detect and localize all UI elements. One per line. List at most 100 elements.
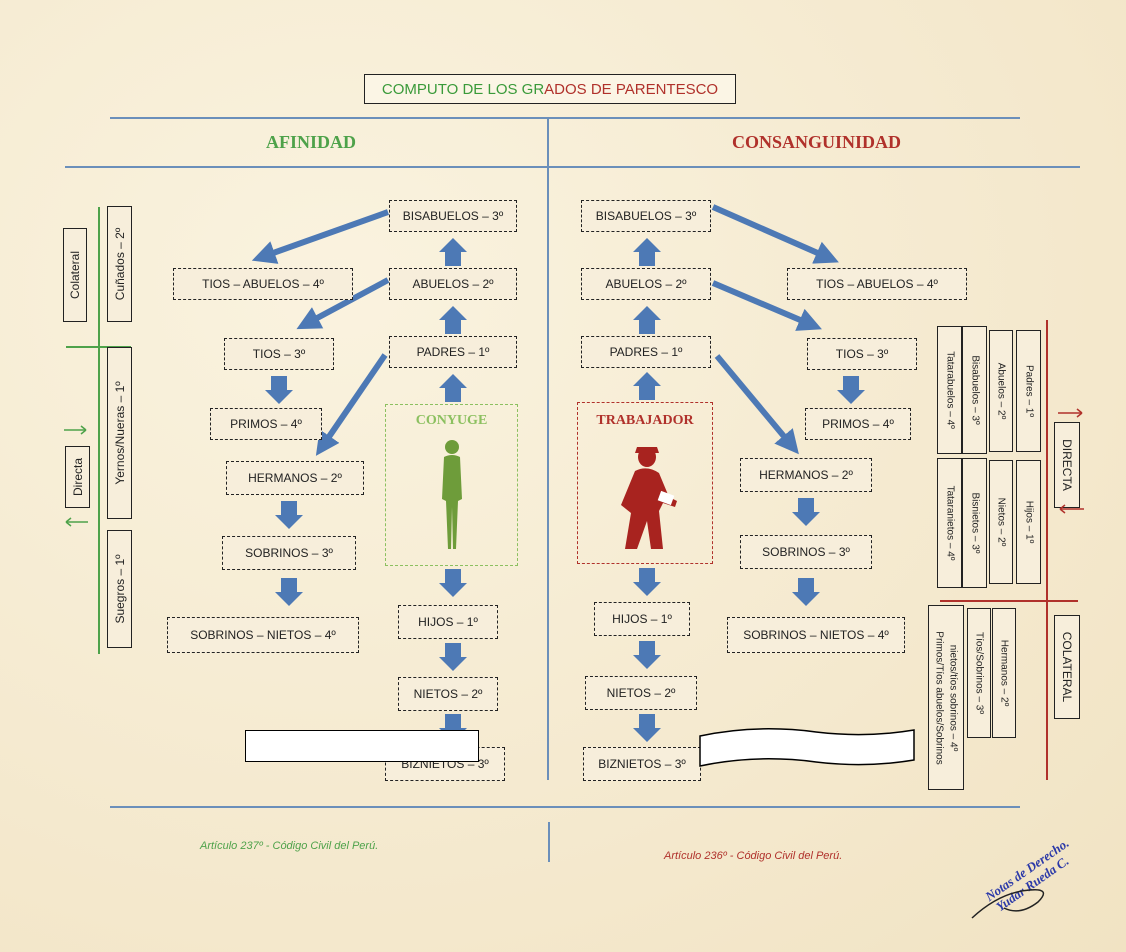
blank-scroll-right	[699, 728, 915, 767]
right-hermanos-box: Hermanos – 2º	[992, 608, 1016, 738]
top-divider	[110, 117, 1020, 119]
right-hermanos-label: Hermanos – 2º	[998, 639, 1010, 707]
footer-divider	[548, 822, 550, 862]
arrow-down-hermanos-to-sobrinos-c	[792, 498, 820, 526]
left-yernos-box: Yernos/Nueras – 1º	[107, 347, 132, 519]
right-tios-sobrinos-label: Tíos/Sobrinos – 3º	[973, 631, 985, 715]
title-part-red: ADOS DE PARENTESCO	[544, 80, 719, 98]
conyuge-label: CONYUGE	[415, 413, 488, 428]
afinidad-hermanos: HERMANOS – 2º	[226, 461, 364, 495]
signature-flourish-icon	[971, 889, 1045, 919]
left-green-vline	[98, 207, 100, 654]
left-suegros-label: Suegros – 1º	[112, 554, 127, 624]
consanguinidad-bisabuelos: BISABUELOS – 3º	[581, 200, 711, 232]
right-direction-arrows-icon	[1058, 408, 1084, 514]
consanguinidad-tios: TIOS – 3º	[807, 338, 917, 370]
arrow-up-conyuge-to-padres	[439, 374, 467, 402]
right-colateral-box: COLATERAL	[1054, 615, 1080, 719]
arrow-down-hijos-to-nietos-c	[633, 641, 661, 669]
right-abuelos-label: Abuelos – 2º	[995, 362, 1007, 420]
right-hijos-label: Hijos – 1º	[1023, 500, 1034, 544]
arrow-up-abuelos-to-bisabuelos	[439, 238, 467, 266]
arrow-down-sobrinos-to-sobrinos-nietos	[275, 578, 303, 606]
arrow-up-padres-to-abuelos-c	[633, 306, 661, 334]
arrow-padres-to-hermanos-c	[714, 354, 799, 455]
right-directa-box: DIRECTA	[1054, 422, 1080, 508]
trabajador-silhouette-icon	[621, 447, 677, 549]
right-bisnietos-box: Bisnietos – 3º	[962, 458, 987, 588]
left-directa-box: Directa	[65, 446, 90, 508]
arrow-abuelos-to-tios-c	[711, 280, 822, 331]
afinidad-tios: TIOS – 3º	[224, 338, 334, 370]
left-colateral-label: Colateral	[68, 250, 82, 300]
header-divider	[65, 166, 1080, 168]
consanguinidad-nietos: NIETOS – 2º	[585, 676, 697, 710]
consanguinidad-sobrinos-nietos: SOBRINOS – NIETOS – 4º	[727, 617, 905, 653]
right-primos-tios-label-2: nietos/tíos sobrinos – 4º	[947, 644, 959, 751]
afinidad-padres: PADRES – 1º	[389, 336, 517, 368]
right-primos-tios-box: Primos/Tíos abuelos/Sobrinos nietos/tíos…	[928, 605, 964, 790]
arrow-down-hijos-to-nietos	[439, 643, 467, 671]
right-red-hline	[940, 600, 1078, 602]
left-suegros-box: Suegros – 1º	[107, 530, 132, 648]
bottom-divider	[110, 806, 1020, 808]
afinidad-sobrinos-nietos: SOBRINOS – NIETOS – 4º	[167, 617, 359, 653]
consanguinidad-primos: PRIMOS – 4º	[805, 408, 911, 440]
right-abuelos-box: Abuelos – 2º	[989, 330, 1013, 452]
conyuge-box: CONYUGE	[385, 404, 518, 566]
footer-consanguinidad-ref: Artículo 236º - Código Civil del Perú.	[664, 850, 843, 862]
right-bisnietos-label: Bisnietos – 3º	[969, 492, 980, 554]
left-cunados-label: Cuñados – 2º	[112, 227, 127, 301]
right-colateral-label: COLATERAL	[1060, 631, 1074, 703]
arrow-bisabuelos-to-tios-abuelos-c	[711, 204, 839, 264]
consanguinidad-biznietos: BIZNIETOS – 3º	[583, 747, 701, 781]
right-bisabuelos-box: Bisabuelos – 3º	[962, 326, 987, 454]
right-tios-sobrinos-box: Tíos/Sobrinos – 3º	[967, 608, 991, 738]
afinidad-sobrinos: SOBRINOS – 3º	[222, 536, 356, 570]
right-nietos-box: Nietos – 2º	[989, 460, 1013, 584]
arrow-up-abuelos-to-bisabuelos-c	[633, 238, 661, 266]
arrow-down-nietos-to-biznietos-c	[633, 714, 661, 742]
heading-consanguinidad: CONSANGUINIDAD	[732, 132, 902, 152]
consanguinidad-padres: PADRES – 1º	[581, 336, 711, 368]
afinidad-bisabuelos: BISABUELOS – 3º	[389, 200, 517, 232]
arrow-bisabuelos-to-tios-abuelos	[251, 209, 390, 264]
blank-scroll-left	[245, 730, 479, 762]
right-nietos-label: Nietos – 2º	[995, 497, 1007, 547]
heading-afinidad: AFINIDAD	[266, 132, 356, 152]
title-part-green: COMPUTO DE LOS GR	[381, 80, 545, 98]
arrow-down-trabajador-to-hijos	[633, 568, 661, 596]
left-green-hline	[66, 346, 131, 348]
arrow-padres-to-hermanos	[315, 353, 388, 456]
consanguinidad-sobrinos: SOBRINOS – 3º	[740, 535, 872, 569]
consanguinidad-hermanos: HERMANOS – 2º	[740, 458, 872, 492]
trabajador-label: TRABAJADOR	[596, 413, 694, 428]
right-padres-label: Padres – 1º	[1023, 364, 1034, 418]
left-colateral-box: Colateral	[63, 228, 87, 322]
afinidad-tios-abuelos: TIOS – ABUELOS – 4º	[173, 268, 353, 300]
right-red-vline	[1046, 320, 1048, 780]
right-bisabuelos-label: Bisabuelos – 3º	[969, 355, 980, 425]
right-padres-box: Padres – 1º	[1016, 330, 1041, 452]
arrow-down-conyuge-to-hijos	[439, 569, 467, 597]
arrow-down-tios-to-primos	[265, 376, 293, 404]
right-tatarabuelos-label: Tatarabuelos – 4º	[944, 351, 955, 429]
footer-afinidad-ref: Artículo 237º - Código Civil del Perú.	[200, 840, 379, 852]
afinidad-primos: PRIMOS – 4º	[210, 408, 322, 440]
right-tataranietos-box: Tataranietos – 4º	[937, 458, 962, 588]
right-hijos-box: Hijos – 1º	[1016, 460, 1041, 584]
arrow-down-hermanos-to-sobrinos	[275, 501, 303, 529]
afinidad-abuelos: ABUELOS – 2º	[389, 268, 517, 300]
afinidad-nietos: NIETOS – 2º	[398, 677, 498, 711]
arrow-up-trabajador-to-padres	[633, 372, 661, 400]
left-direction-arrows-icon	[64, 425, 88, 527]
arrow-abuelos-to-tios	[296, 277, 390, 330]
conyuge-silhouette-icon	[442, 440, 462, 549]
right-primos-tios-label: Primos/Tíos abuelos/Sobrinos	[933, 630, 945, 765]
left-yernos-label: Yernos/Nueras – 1º	[112, 381, 127, 485]
afinidad-hijos: HIJOS – 1º	[398, 605, 498, 639]
consanguinidad-hijos: HIJOS – 1º	[594, 602, 690, 636]
